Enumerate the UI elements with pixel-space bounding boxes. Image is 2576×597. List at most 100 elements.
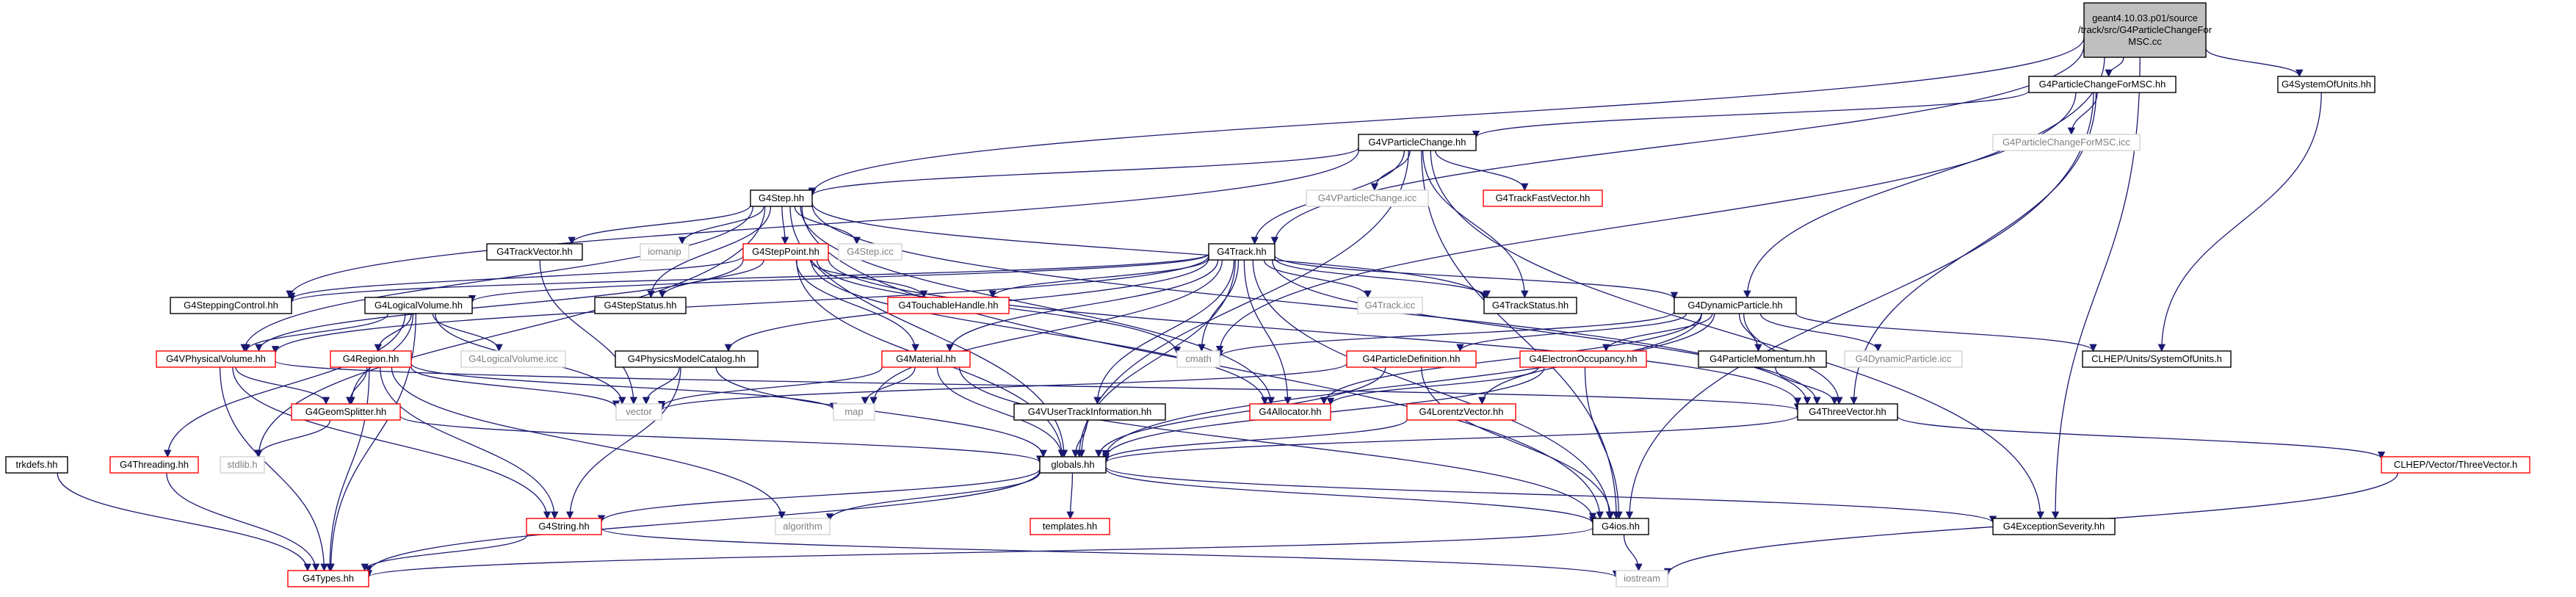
node-label: G4Region.hh — [343, 353, 399, 364]
node-box — [170, 297, 292, 314]
node-box — [1483, 297, 1577, 314]
edge-globals_hh-to-excsev_hh — [1105, 466, 1997, 524]
node-lorentz-hh[interactable]: G4LorentzVector.hh — [1406, 403, 1516, 421]
node-partmom-hh[interactable]: G4ParticleMomentum.hh — [1698, 350, 1827, 368]
node-vphysvol-hh[interactable]: G4VPhysicalVolume.hh — [156, 350, 276, 368]
node-track-hh[interactable]: G4Track.hh — [1208, 243, 1276, 261]
edge-dynpart_hh-to-clhep_units — [1795, 313, 2097, 352]
node-label: G4Threading.hh — [120, 459, 189, 470]
node-box — [742, 243, 829, 261]
node-label: MSC.cc — [2128, 36, 2162, 47]
node-box — [364, 297, 473, 314]
node-trkdefs-hh[interactable]: trkdefs.hh — [5, 456, 68, 474]
node-label: G4TouchableHandle.hh — [899, 300, 999, 311]
node-clhep-units[interactable]: CLHEP/Units/SystemOfUnits.h — [2082, 350, 2232, 368]
edge-ios_hh-to-iostream — [1623, 534, 1643, 572]
node-box — [1030, 518, 1110, 535]
node-vuti-hh[interactable]: G4VUserTrackInformation.hh — [1013, 403, 1166, 421]
node-threevector-hh[interactable]: G4ThreeVector.hh — [1797, 403, 1898, 421]
node-trackvector-hh[interactable]: G4TrackVector.hh — [486, 243, 583, 261]
node-label: G4PhysicsModelCatalog.hh — [628, 353, 745, 364]
node-clhep-three[interactable]: CLHEP/Vector/ThreeVector.h — [2381, 456, 2530, 474]
node-allocator-hh[interactable]: G4Allocator.hh — [1249, 403, 1331, 421]
node-stdlib-h: stdlib.h — [220, 456, 265, 474]
node-material-hh[interactable]: G4Material.hh — [881, 350, 971, 368]
edge-region_hh-to-string_hh — [380, 366, 559, 520]
edge-pcmsc_hh-to-vpc_hh — [1472, 90, 2030, 139]
node-templates-hh[interactable]: templates.hh — [1030, 518, 1110, 535]
edge-logvol_hh-to-threading_hh — [164, 313, 406, 458]
edge-track_hh-to-dynpart_hh — [1274, 255, 1679, 300]
node-label: G4Material.hh — [896, 353, 956, 364]
edge-vpc_hh-to-steppingcontrol_hh — [286, 150, 1359, 299]
edge-root-to-pcmsc_hh — [2105, 57, 2124, 78]
node-trackstatus-hh[interactable]: G4TrackStatus.hh — [1483, 297, 1577, 314]
edge-track_hh-to-logvol_hh — [468, 253, 1209, 303]
edge-dynpart_hh-to-partmom_hh — [1738, 313, 1762, 352]
node-box — [1249, 403, 1331, 421]
node-label: G4StepStatus.hh — [604, 300, 676, 311]
node-label: G4ParticleChangeForMSC.icc — [2002, 137, 2131, 148]
node-string-hh[interactable]: G4String.hh — [526, 518, 602, 535]
edge-elocc_hh-to-allocator_hh — [1326, 366, 1539, 406]
node-vpc-icc: G4VParticleChange.icc — [1306, 189, 1429, 207]
edge-steppoint_hh-to-touchable_hh — [809, 259, 928, 299]
node-elocc-hh[interactable]: G4ElectronOccupancy.hh — [1519, 350, 1647, 368]
edge-track_hh-to-track_icc — [1263, 259, 1372, 299]
edge-dynpart_hh-to-partdef_hh — [1456, 313, 1687, 352]
node-step-hh[interactable]: G4Step.hh — [750, 189, 813, 207]
node-layer: geant4.10.03.p01/source/track/src/G4Part… — [5, 2, 2530, 587]
node-label: geant4.10.03.p01/source — [2092, 12, 2198, 23]
edge-vphysvol_hh-to-geomsplitter_hh — [235, 366, 330, 405]
node-box — [1039, 456, 1107, 474]
edge-lorentz_hh-to-globals_hh — [1101, 419, 1408, 461]
edge-pcmsc_hh-to-pcmsc_icc — [2067, 92, 2098, 136]
edge-steppoint_hh-to-material_hh — [795, 259, 919, 352]
node-label: trkdefs.hh — [15, 459, 57, 470]
edge-steppoint_hh-to-allocator_hh — [811, 259, 1269, 405]
edge-globals_hh-to-ios_hh — [1105, 468, 1597, 524]
node-box — [526, 518, 602, 535]
node-steppingcontrol-hh[interactable]: G4SteppingControl.hh — [170, 297, 292, 314]
edge-partdef_hh-to-ios_hh — [1421, 366, 1615, 520]
node-label: G4DynamicParticle.icc — [1856, 353, 1952, 364]
edge-dynpart_hh-to-allocator_hh — [1320, 313, 1702, 405]
node-vpc-hh[interactable]: G4VParticleChange.hh — [1358, 134, 1477, 151]
node-region-hh[interactable]: G4Region.hh — [330, 350, 412, 368]
node-ios-hh[interactable]: G4ios.hh — [1592, 518, 1649, 535]
node-box — [486, 243, 583, 261]
node-root[interactable]: geant4.10.03.p01/source/track/src/G4Part… — [2078, 2, 2213, 58]
edge-step_hh-to-trackstatus_hh — [811, 202, 1488, 300]
node-label: G4ExceptionSeverity.hh — [2003, 521, 2105, 532]
node-globals-hh[interactable]: globals.hh — [1039, 456, 1107, 474]
node-label: templates.hh — [1043, 521, 1097, 532]
node-steppoint-hh[interactable]: G4StepPoint.hh — [742, 243, 829, 261]
edge-elocc_hh-to-ios_hh — [1584, 366, 1623, 520]
edge-material_hh-to-map — [861, 366, 916, 405]
node-label: G4LogicalVolume.icc — [468, 353, 558, 364]
edge-string_hh-to-types_hh — [361, 534, 528, 572]
node-logvol-hh[interactable]: G4LogicalVolume.hh — [364, 297, 473, 314]
node-box — [2082, 350, 2232, 368]
node-touchable-hh[interactable]: G4TouchableHandle.hh — [887, 297, 1010, 314]
node-algorithm: algorithm — [775, 518, 831, 535]
node-sysunits-hh[interactable]: G4SystemOfUnits.hh — [2277, 76, 2376, 93]
node-box — [2277, 76, 2376, 93]
node-physmodel-hh[interactable]: G4PhysicsModelCatalog.hh — [615, 350, 759, 368]
node-threading-hh[interactable]: G4Threading.hh — [109, 456, 199, 474]
node-box — [2381, 456, 2530, 474]
edge-step_hh-to-stepstatus_hh — [647, 206, 772, 299]
edge-sysunits_hh-to-clhep_units — [2157, 92, 2322, 352]
edge-track_hh-to-ios_hh — [1252, 259, 1613, 520]
node-geomsplitter-hh[interactable]: G4GeomSplitter.hh — [291, 403, 401, 421]
node-pcmsc-hh[interactable]: G4ParticleChangeForMSC.hh — [2028, 76, 2177, 93]
node-excsev-hh[interactable]: G4ExceptionSeverity.hh — [1992, 518, 2116, 535]
node-label: G4Track.hh — [1217, 246, 1266, 257]
edge-step_hh-to-iomanip — [678, 206, 764, 245]
node-types-hh[interactable]: G4Types.hh — [287, 570, 369, 587]
node-dynpart-hh[interactable]: G4DynamicParticle.hh — [1674, 297, 1797, 314]
node-stepstatus-hh[interactable]: G4StepStatus.hh — [594, 297, 687, 314]
node-partdef-hh[interactable]: G4ParticleDefinition.hh — [1346, 350, 1477, 368]
node-tfv-hh[interactable]: G4TrackFastVector.hh — [1483, 189, 1603, 207]
node-label: G4StepPoint.hh — [752, 246, 820, 257]
